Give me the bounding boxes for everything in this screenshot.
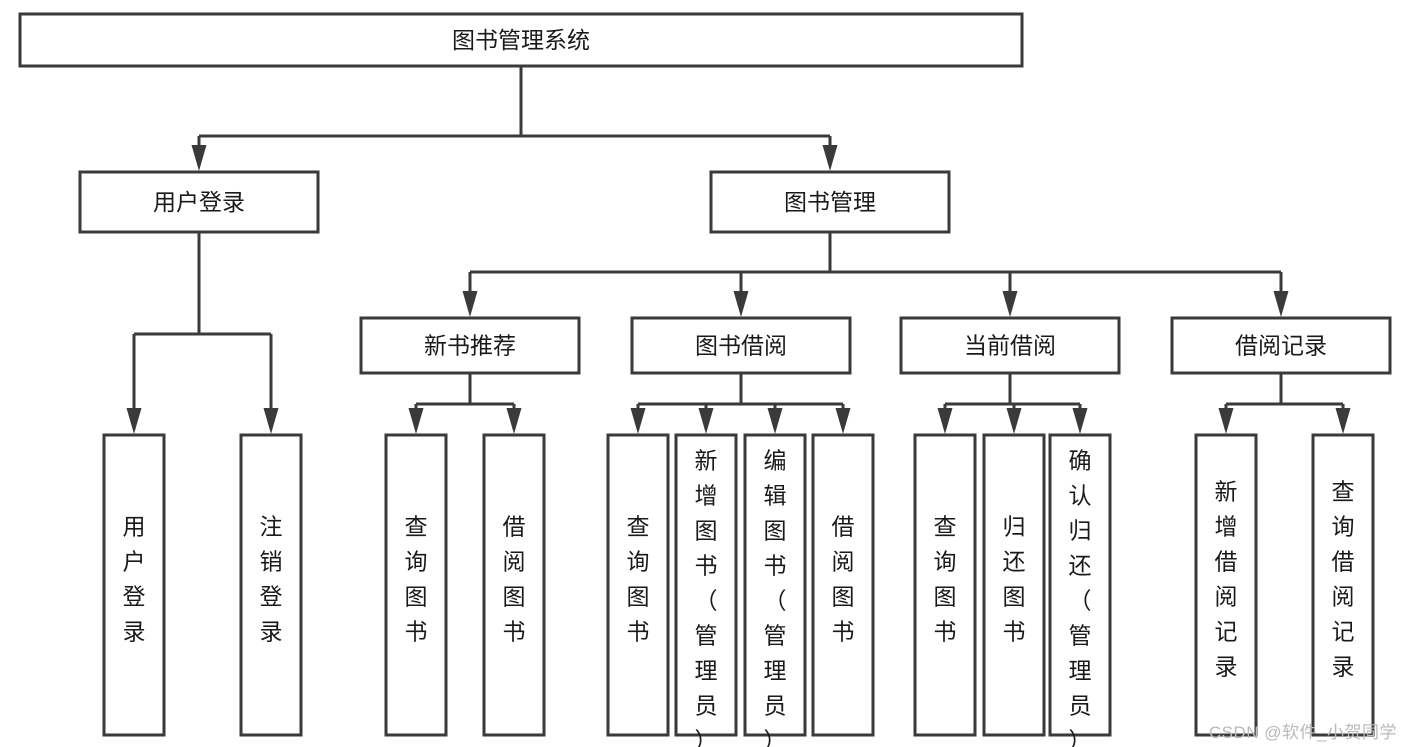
- node-label: 借阅记录: [1235, 333, 1327, 359]
- connectors-group: [126, 66, 1351, 434]
- node-label: 查询图书: [405, 514, 428, 645]
- connector-user-login: [126, 232, 279, 434]
- node-leaf-query-book-1[interactable]: 查询图书: [384, 433, 448, 737]
- node-label: 查询借阅记录: [1332, 479, 1355, 680]
- node-leaf-return-book[interactable]: 归还图书: [982, 433, 1046, 737]
- node-label: 编辑图书（管理员）: [764, 448, 787, 747]
- node-label: 新增借阅记录: [1215, 479, 1238, 680]
- connector-new-book-recommend: [408, 373, 522, 434]
- nodes-group: 图书管理系统用户登录图书管理新书推荐图书借阅当前借阅借阅记录用户登录注销登录查询…: [18, 12, 1392, 747]
- node-leaf-user-logout[interactable]: 注销登录: [239, 433, 303, 737]
- node-label: 新增图书（管理员）: [695, 448, 718, 747]
- node-label: 归还图书: [1003, 514, 1026, 645]
- node-user-login[interactable]: 用户登录: [78, 170, 320, 234]
- node-label: 查询图书: [934, 514, 957, 645]
- node-book-borrow[interactable]: 图书借阅: [630, 316, 852, 375]
- node-leaf-query-borrow-record[interactable]: 查询借阅记录: [1311, 433, 1375, 737]
- connector-book-manage: [462, 232, 1289, 317]
- node-label: 确认归还（管理员）: [1069, 448, 1092, 747]
- node-label: 借阅图书: [832, 514, 855, 645]
- connector-borrow-record: [1218, 373, 1351, 434]
- node-label: 图书管理系统: [452, 27, 590, 53]
- node-label: 注销登录: [260, 514, 283, 645]
- node-current-borrow[interactable]: 当前借阅: [899, 316, 1121, 375]
- node-leaf-edit-book[interactable]: 编辑图书（管理员）: [743, 433, 807, 747]
- node-label: 查询图书: [627, 514, 650, 645]
- node-label: 用户登录: [153, 189, 245, 215]
- node-leaf-add-borrow-record[interactable]: 新增借阅记录: [1194, 433, 1258, 737]
- node-root[interactable]: 图书管理系统: [18, 12, 1024, 68]
- node-leaf-add-book[interactable]: 新增图书（管理员）: [674, 433, 738, 747]
- node-label: 新书推荐: [424, 333, 516, 359]
- csdn-watermark: CSDN @软件_小贺同学: [1208, 723, 1397, 742]
- node-leaf-confirm-return[interactable]: 确认归还（管理员）: [1048, 433, 1112, 747]
- node-book-manage[interactable]: 图书管理: [709, 170, 951, 234]
- connector-book-borrow: [630, 373, 851, 434]
- node-leaf-borrow-book-2[interactable]: 借阅图书: [811, 433, 875, 737]
- node-leaf-user-login[interactable]: 用户登录: [102, 433, 166, 737]
- node-leaf-borrow-book-1[interactable]: 借阅图书: [482, 433, 546, 737]
- node-new-book-recommend[interactable]: 新书推荐: [359, 316, 581, 375]
- node-label: 当前借阅: [964, 333, 1056, 359]
- node-label: 借阅图书: [503, 514, 526, 645]
- connector-root: [191, 66, 838, 171]
- connector-current-borrow: [937, 373, 1088, 434]
- node-label: 图书管理: [784, 189, 876, 215]
- node-borrow-record[interactable]: 借阅记录: [1170, 316, 1392, 375]
- node-leaf-query-book-3[interactable]: 查询图书: [913, 433, 977, 737]
- node-label: 图书借阅: [695, 333, 787, 359]
- node-leaf-query-book-2[interactable]: 查询图书: [606, 433, 670, 737]
- node-label: 用户登录: [123, 514, 146, 645]
